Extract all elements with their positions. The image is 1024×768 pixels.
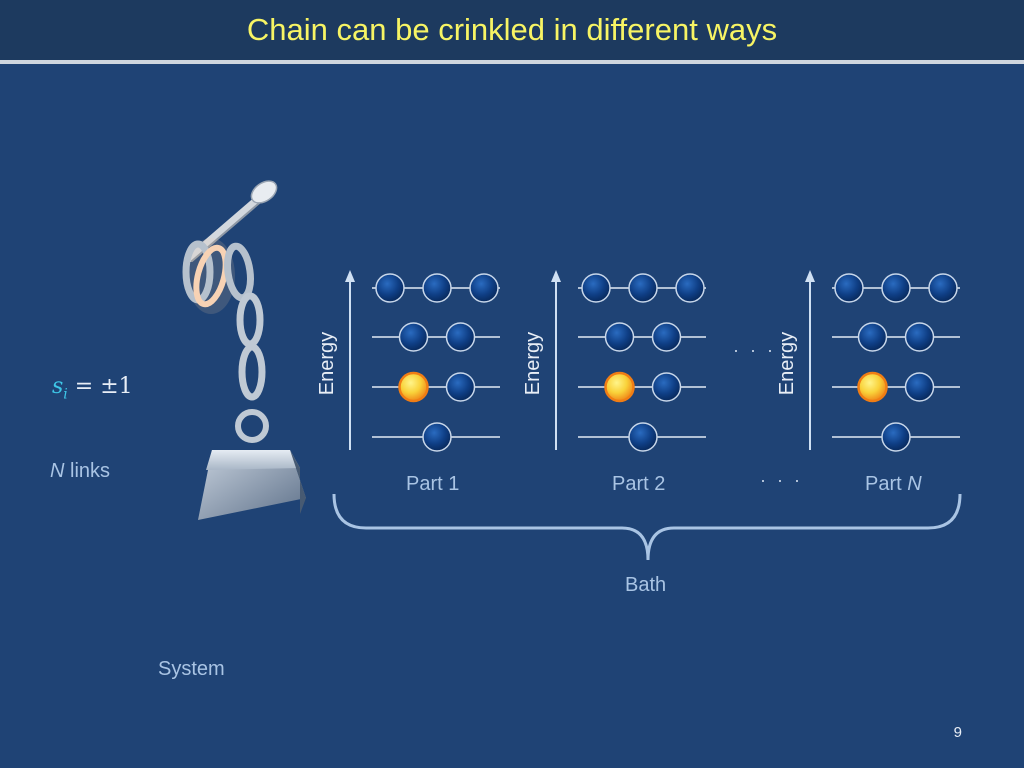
chain-icon	[182, 238, 269, 443]
energy-level-ball-icon	[651, 322, 682, 352]
n-links-label: N links	[50, 460, 111, 482]
title-rule	[0, 60, 1024, 64]
energy-level-ball-icon	[422, 273, 452, 303]
system-label: System	[158, 658, 225, 680]
energy-level-ball-icon	[881, 273, 911, 303]
weight-icon	[198, 450, 306, 520]
energy-level-ball-icon	[904, 322, 935, 352]
energy-level-ball-icon	[651, 372, 682, 402]
bath-brace	[332, 493, 962, 561]
energy-level-diagram	[345, 270, 960, 452]
energy-axis-label-2: Energy	[522, 331, 545, 396]
energy-level-ball-icon	[928, 273, 958, 303]
energy-level-ball-icon	[375, 273, 405, 303]
energy-axis-arrowhead	[551, 270, 561, 282]
occupied-state-ball-icon	[398, 371, 429, 403]
energy-level-ball-icon	[834, 273, 864, 303]
energy-level-ball-icon	[469, 273, 499, 303]
part-label-n: Part N	[865, 473, 922, 495]
energy-level-ball-icon	[445, 372, 476, 402]
energy-level-ball-icon	[675, 273, 705, 303]
energy-level-ball-icon	[857, 322, 888, 352]
title-bar	[0, 0, 1024, 60]
energy-level-ball-icon	[422, 422, 452, 452]
energy-level-ball-icon	[628, 273, 658, 303]
occupied-state-ball-icon	[857, 371, 888, 403]
energy-level-ball-icon	[581, 273, 611, 303]
energy-level-ball-icon	[904, 372, 935, 402]
occupied-state-ball-icon	[604, 371, 635, 403]
ellipsis-levels: · · ·	[733, 340, 776, 360]
energy-axis-label-3: Energy	[776, 331, 799, 396]
energy-level-ball-icon	[398, 322, 429, 352]
energy-axis-label-1: Energy	[316, 331, 339, 396]
energy-axis-arrowhead	[345, 270, 355, 282]
energy-level-ball-icon	[628, 422, 658, 452]
bath-label: Bath	[625, 574, 667, 596]
part-label-1: Part 1	[406, 473, 460, 495]
spin-formula: si = ±1	[52, 374, 133, 403]
energy-level-ball-icon	[604, 322, 635, 352]
ellipsis-parts: · · ·	[760, 470, 803, 490]
page-number: 9	[953, 724, 962, 741]
part-label-2: Part 2	[612, 473, 666, 495]
energy-level-ball-icon	[881, 422, 911, 452]
energy-axis-arrowhead	[805, 270, 815, 282]
slide-title: Chain can be crinkled in different ways	[246, 12, 778, 47]
energy-level-ball-icon	[445, 322, 476, 352]
